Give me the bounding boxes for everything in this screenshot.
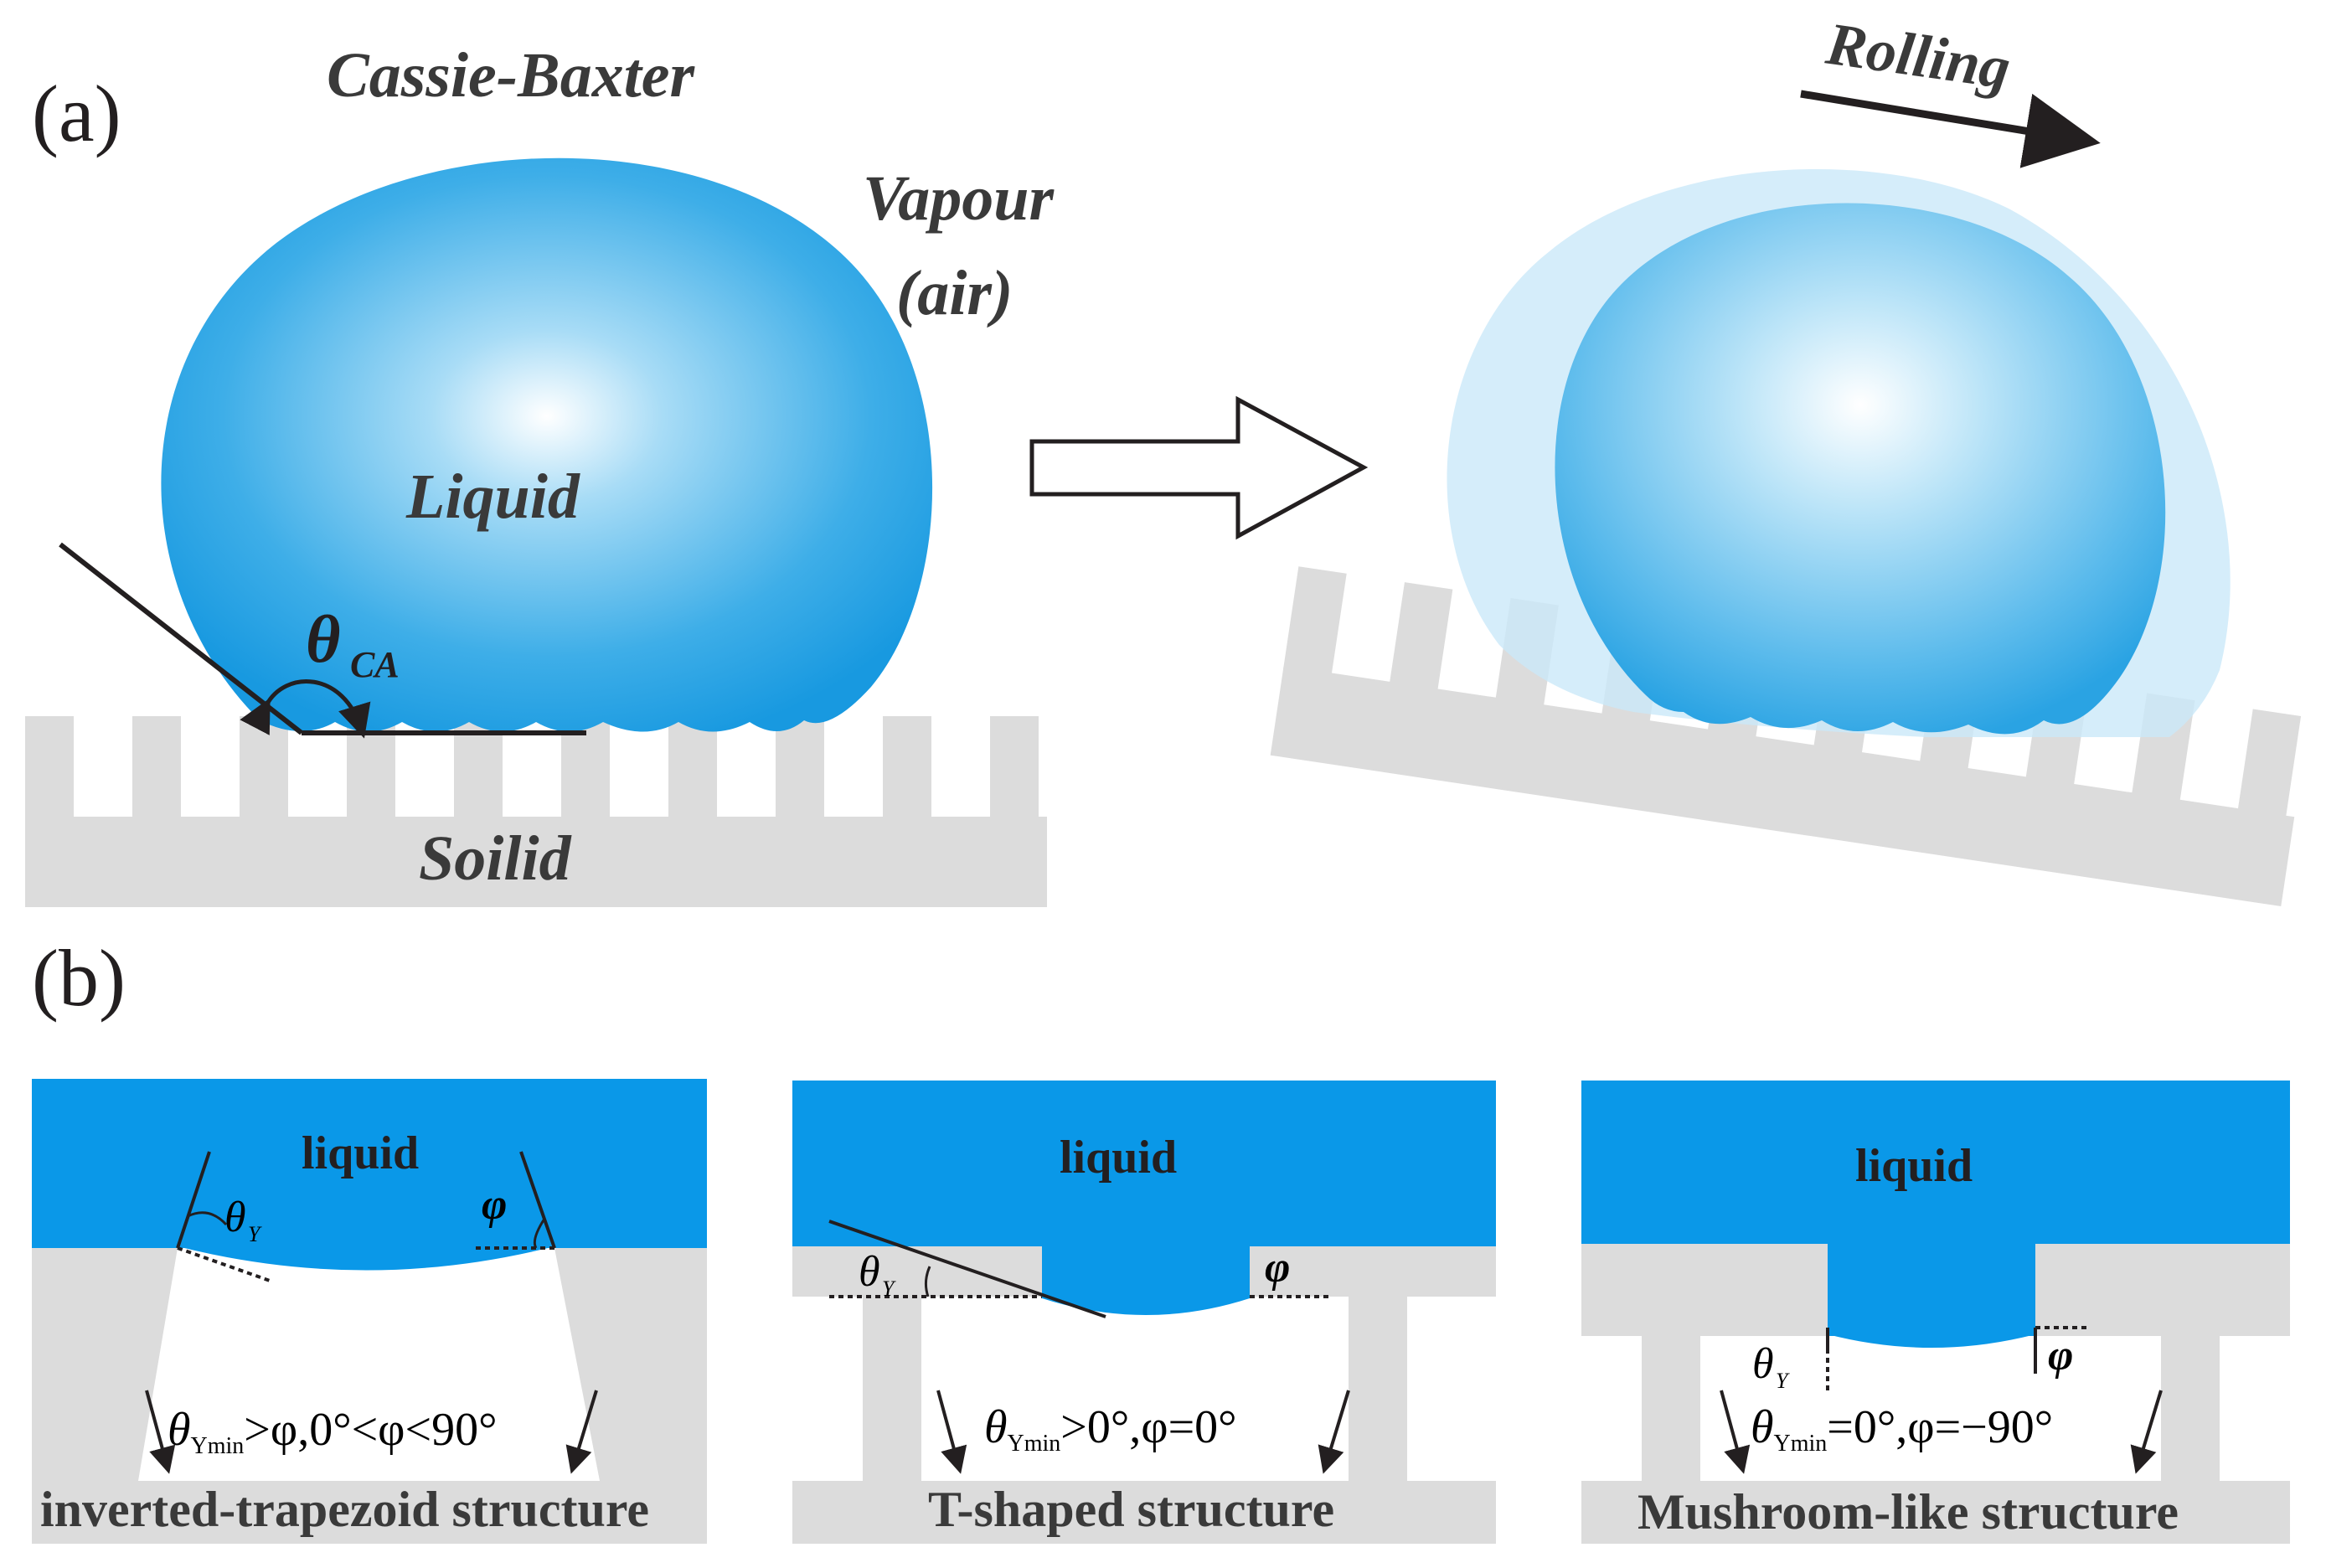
structure-name-1: inverted-trapezoid structure <box>40 1482 649 1537</box>
theta-ca-subscript: CA <box>350 644 400 685</box>
solid-pillar <box>1389 582 1453 694</box>
theta-y-symbol-1: θ <box>224 1194 246 1241</box>
cassie-baxter-label: Cassie-Baxter <box>327 40 696 111</box>
condition-3: θYmin=0°,φ=−90° <box>1751 1401 2053 1457</box>
liquid-droplet-left <box>161 157 933 732</box>
solid-pillar <box>990 716 1039 821</box>
phi-symbol-1: φ <box>482 1181 507 1229</box>
liquid-label: Liquid <box>405 462 580 532</box>
theta-y-symbol-3: θ <box>1752 1340 1774 1388</box>
phi-symbol-3: φ <box>2048 1332 2073 1380</box>
panel-a-label: (a) <box>32 69 121 158</box>
solid-pillar <box>1282 566 1347 678</box>
structure-name-2: T-shaped structure <box>928 1482 1334 1537</box>
theta-y-subscript-3: Y <box>1776 1369 1790 1393</box>
structure-name-3: Mushroom-like structure <box>1637 1484 2179 1540</box>
structure-t-shaped <box>792 1081 1496 1544</box>
contact-angle-lines <box>59 542 586 739</box>
solid-pillar <box>240 716 288 821</box>
phi-symbol-2: φ <box>1265 1244 1290 1292</box>
solid-pillar <box>132 716 181 821</box>
liquid-label-3: liquid <box>1855 1140 1973 1192</box>
liquid-droplet-right <box>1555 203 2166 735</box>
solid-pillar <box>25 716 74 821</box>
transition-arrow <box>1029 395 1369 540</box>
rolling-label: Rolling <box>1822 10 2014 102</box>
condition-2: θYmin>0°,φ=0° <box>984 1401 1237 1457</box>
solid-pillar <box>776 716 824 821</box>
solid-pillar <box>883 716 931 821</box>
structure-inverted-trapezoid <box>32 1079 707 1544</box>
air-label: (air) <box>896 258 1013 328</box>
solid-pillar <box>668 716 717 821</box>
liquid-label-2: liquid <box>1060 1132 1177 1184</box>
solid-label: Soilid <box>419 823 572 894</box>
panel-b-label: (b) <box>32 933 126 1023</box>
solid-pillar <box>2237 709 2302 820</box>
theta-y-symbol-2: θ <box>859 1248 880 1296</box>
vapour-label: Vapour <box>863 163 1055 234</box>
theta-y-subscript-2: Y <box>882 1277 896 1301</box>
structure-mushroom-like <box>1581 1081 2290 1544</box>
theta-ca-symbol: θ <box>306 603 341 677</box>
liquid-label-1: liquid <box>302 1127 419 1179</box>
rolling-arrow <box>1800 90 2101 168</box>
theta-y-subscript-1: Y <box>248 1222 262 1246</box>
condition-1: θYmin>φ,0°<φ<90° <box>168 1404 497 1459</box>
